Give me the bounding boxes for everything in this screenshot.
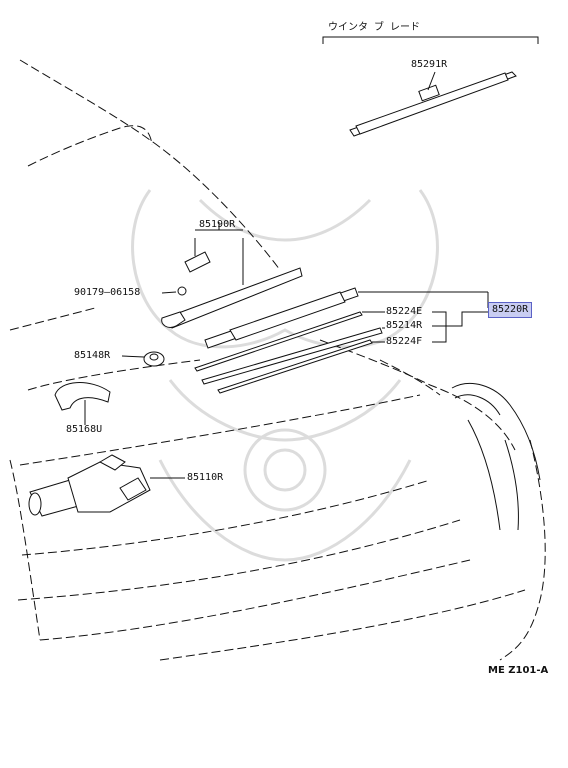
- refill-strips: [194, 311, 383, 394]
- part-label-85110r[interactable]: 85110R: [187, 472, 224, 483]
- wiper-motor-85110r: [28, 454, 185, 517]
- diagram-code: ME Z101-A: [488, 665, 549, 676]
- part-label-85224f[interactable]: 85224F: [386, 336, 423, 347]
- wiper-blade-85291r: [349, 71, 517, 137]
- car-body-outline: [9, 59, 546, 661]
- wiper-arm-85190r: [161, 222, 303, 329]
- watermark-emblem: [131, 189, 439, 562]
- header-label: ウインタ ブ レード: [328, 22, 421, 33]
- cover-85168u: [54, 382, 111, 425]
- part-label-85224e[interactable]: 85224E: [386, 306, 423, 317]
- car-body-solid: [451, 383, 541, 531]
- part-label-85148r[interactable]: 85148R: [74, 350, 111, 361]
- part-label-85168u[interactable]: 85168U: [66, 424, 103, 435]
- part-label-85220r-highlighted[interactable]: 85220R: [488, 302, 533, 318]
- part-label-85291r[interactable]: 85291R: [411, 59, 448, 70]
- part-label-90179[interactable]: 90179–06158: [74, 287, 141, 298]
- callout-leaders-right: [362, 311, 488, 343]
- grommet-85148r: [121, 351, 165, 367]
- nut-90179: [161, 286, 187, 296]
- part-label-85190r[interactable]: 85190R: [199, 219, 236, 230]
- part-label-85214r[interactable]: 85214R: [386, 320, 423, 331]
- header-bracket: [322, 36, 539, 44]
- blade-assembly-85220r: [204, 287, 489, 349]
